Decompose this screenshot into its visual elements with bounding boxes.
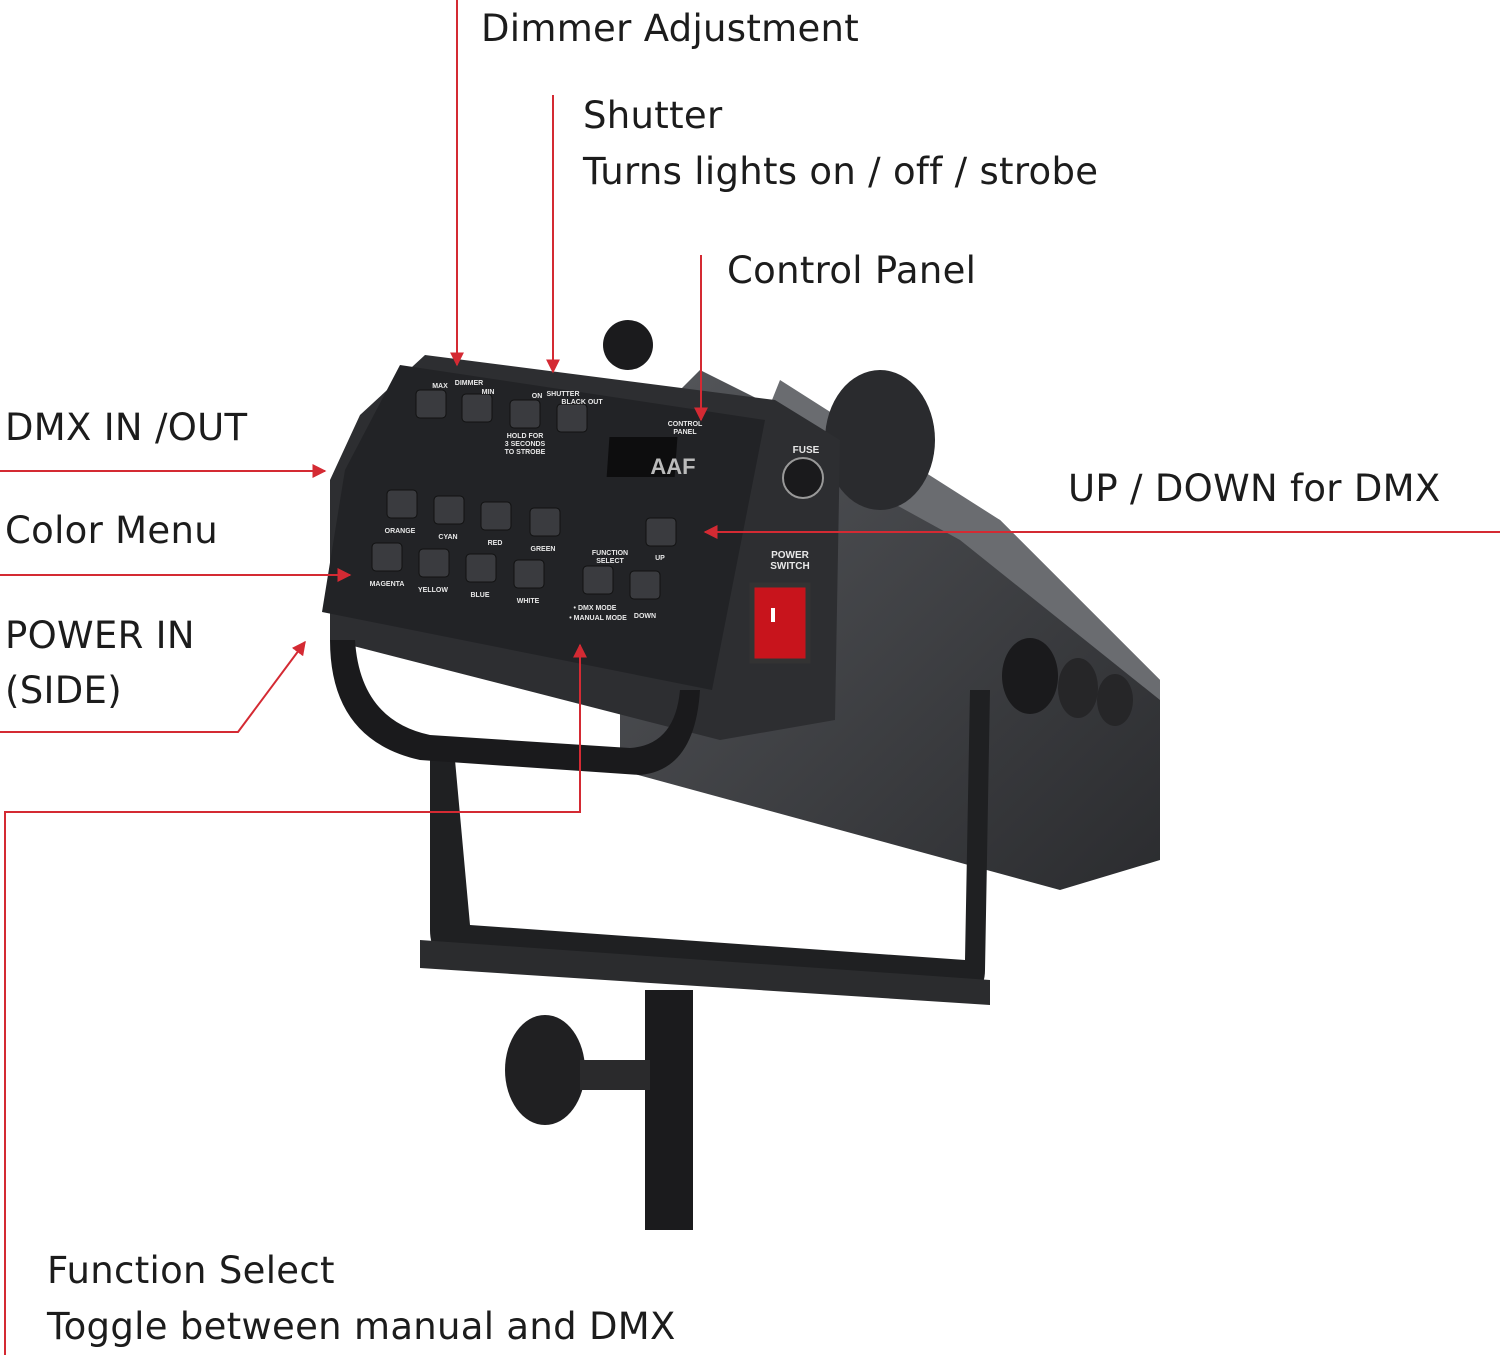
fuse-holder [782, 457, 824, 499]
callout-power-in: POWER IN [5, 614, 195, 657]
callout-up-down: UP / DOWN for DMX [1068, 467, 1441, 510]
panel-label-magenta: MAGENTA [370, 581, 405, 588]
panel-label-function: FUNCTION [592, 550, 628, 557]
power-switch [749, 582, 811, 664]
panel-label-dimmer: DIMMER [455, 380, 483, 387]
power-switch-label: POWER [771, 550, 810, 561]
panel-buttons [371, 389, 677, 600]
panel-label-orange: ORANGE [385, 528, 416, 535]
panel-label-hold: 3 SECONDS [505, 441, 546, 448]
panel-label-blue: BLUE [470, 592, 489, 599]
panel-label-min: MIN [482, 389, 495, 396]
callout-shutter-desc: Turns lights on / off / strobe [583, 150, 1099, 193]
led-display [606, 437, 678, 477]
panel-label-on: ON [532, 393, 543, 400]
panel-label-mode: • DMX MODE [574, 605, 617, 612]
panel-label-mode: • MANUAL MODE [569, 615, 627, 622]
panel-label-cyan: CYAN [438, 534, 457, 541]
callout-function-select: Function Select [47, 1249, 335, 1292]
panel-label-function: SELECT [596, 558, 624, 565]
fuse-label: FUSE [793, 445, 820, 456]
callout-dmx-in-out: DMX IN /OUT [5, 406, 248, 449]
yoke-bracket [430, 690, 990, 1000]
panel-label-control: CONTROL [668, 421, 703, 428]
display-readout: AAF [650, 454, 695, 479]
panel-label-hold: HOLD FOR [507, 433, 544, 440]
panel-label-up: UP [655, 555, 665, 562]
panel-label-blackout: BLACK OUT [561, 399, 603, 406]
panel-label-hold: TO STROBE [505, 449, 546, 456]
panel-label-shutter: SHUTTER [546, 391, 579, 398]
panel-label-red: RED [488, 540, 503, 547]
stand-pole [645, 990, 693, 1230]
power-switch-label: SWITCH [770, 561, 809, 572]
function-select-pointer [4, 643, 587, 1355]
panel-label-down: DOWN [634, 613, 656, 620]
callout-dimmer: Dimmer Adjustment [481, 7, 860, 50]
panel-label-white: WHITE [517, 598, 540, 605]
panel-label-control: PANEL [673, 429, 697, 436]
pole-knob [505, 1015, 585, 1125]
callout-color-menu: Color Menu [5, 509, 218, 552]
panel-label-yellow: YELLOW [418, 587, 448, 594]
panel-label-green: GREEN [531, 546, 556, 553]
callout-control-panel: Control Panel [727, 249, 977, 292]
callout-shutter: Shutter [583, 94, 723, 137]
callout-power-in-side: (SIDE) [5, 669, 122, 712]
panel-label-max: MAX [432, 383, 448, 390]
handle [330, 640, 700, 775]
power-in-pointer [0, 640, 306, 733]
callout-function-select-desc: Toggle between manual and DMX [47, 1305, 676, 1348]
